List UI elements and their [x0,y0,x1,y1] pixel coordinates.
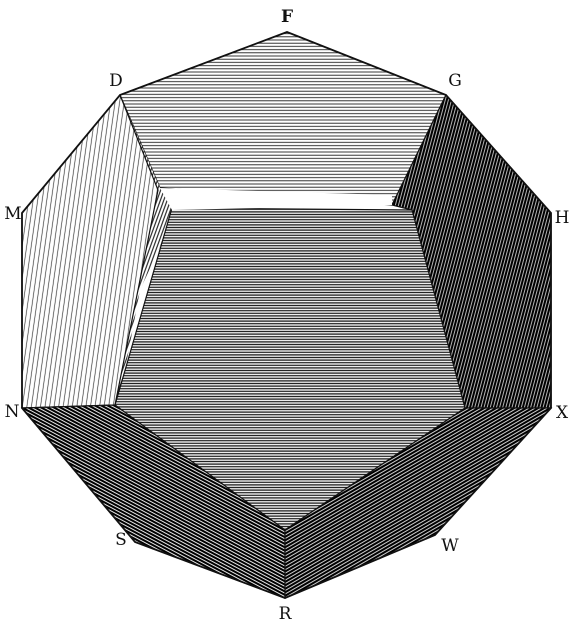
edge-highlight [160,188,392,210]
vertex-label-g: G [448,71,462,91]
outline [21,31,552,599]
vertex-label-d: D [109,71,123,91]
vertex-label-h: H [555,208,570,228]
face-top [119,31,447,206]
vertex-label-x: X [556,403,569,423]
vertex-label-w: W [441,536,459,556]
vertex-label-r: R [279,604,293,624]
vertex-label-f: F [281,7,293,27]
vertex-label-n: N [5,402,20,422]
vertex-label-m: M [4,204,21,224]
vertex-label-s: S [115,530,127,550]
